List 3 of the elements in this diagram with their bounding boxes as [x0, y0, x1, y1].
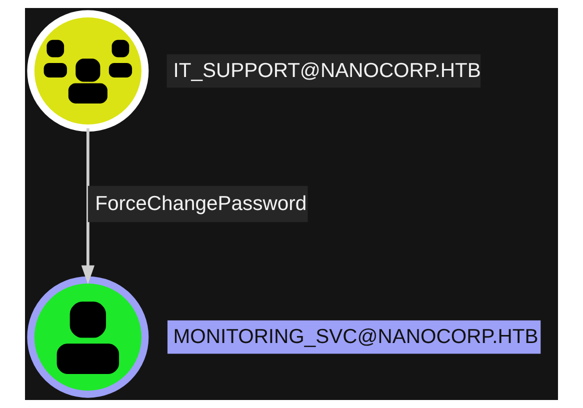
- node-label: MONITORING_SVC@NANOCORP.HTB: [173, 326, 538, 348]
- edge-label: ForceChangePassword: [95, 193, 307, 216]
- node-label: IT_SUPPORT@NANOCORP.HTB: [173, 60, 481, 82]
